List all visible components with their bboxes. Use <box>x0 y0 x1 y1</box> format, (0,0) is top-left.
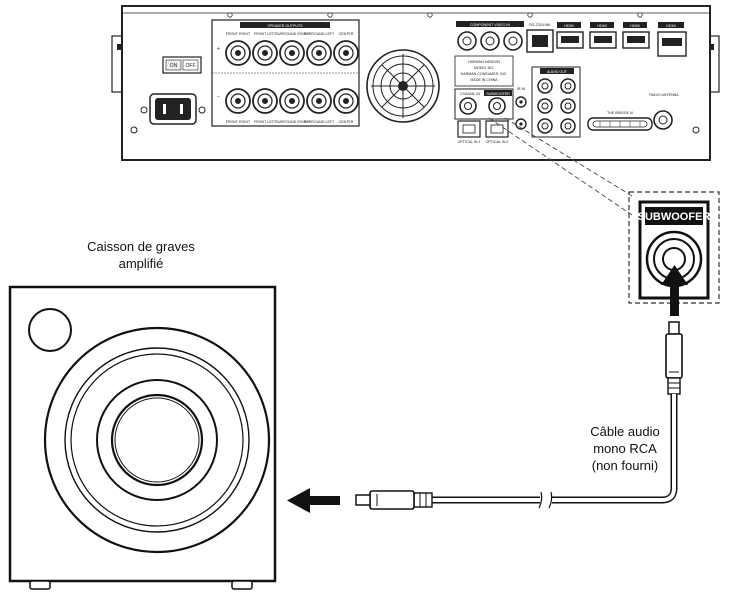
svg-text:MODEL NO.: MODEL NO. <box>474 66 494 70</box>
svg-text:HDMI: HDMI <box>597 24 606 28</box>
receiver-rear-panel: ON OFF SPEAKER OUTPUTS + + − − FRONT RIG… <box>111 5 720 161</box>
svg-text:HDMI: HDMI <box>666 24 675 28</box>
subwoofer-arrow-left <box>287 488 340 513</box>
radio-antenna-jack: RADIO ANTENNA <box>649 93 679 130</box>
cable-break-marks <box>538 491 553 509</box>
cable-caption-line-1: Câble audio <box>590 424 660 439</box>
svg-text:−: − <box>217 94 220 100</box>
svg-text:HARMAN CONSUMER, INC.: HARMAN CONSUMER, INC. <box>461 72 508 76</box>
optical-inputs: OPTICAL IN 1 OPTICAL IN 2 <box>457 120 509 144</box>
bridge-dock-connector: THE BRIDGE III <box>587 111 653 131</box>
hdmi-ports: HDMI HDMI HDMI HDMI <box>556 22 687 57</box>
svg-text:CENTER: CENTER <box>339 120 354 124</box>
svg-text:HARMAN KARDON: HARMAN KARDON <box>468 60 500 64</box>
subwoofer-foot-right <box>231 580 253 590</box>
audio-out-block: AUDIO OUT <box>531 66 581 138</box>
svg-text:OPTICAL IN 1: OPTICAL IN 1 <box>458 140 481 144</box>
speaker-label-surround-right: SURROUND RIGHT <box>276 32 310 36</box>
svg-text:+: + <box>217 46 220 52</box>
ir-label: IR IN <box>517 87 526 91</box>
svg-text:SURROUND RIGHT: SURROUND RIGHT <box>276 120 310 124</box>
speaker-label-surround-left: SURROUND LEFT <box>304 32 335 36</box>
subwoofer-driver <box>43 326 271 554</box>
power-off-label: OFF <box>186 63 196 69</box>
audio-out-label: AUDIO OUT <box>547 70 568 74</box>
subwoofer-caption: Caisson de graves amplifié <box>66 238 216 272</box>
dock-label: THE BRIDGE III <box>607 111 633 115</box>
cooling-fan <box>366 49 440 123</box>
svg-text:MADE IN CHINA: MADE IN CHINA <box>470 78 498 82</box>
rs232-label: RS-232/LINK <box>529 23 551 27</box>
subwoofer-caption-line-1: Caisson de graves <box>87 239 195 254</box>
receiver-subwoofer-label: SUBWOOFER <box>486 92 510 96</box>
svg-text:FRONT LEFT: FRONT LEFT <box>254 120 277 124</box>
power-switch: ON OFF <box>162 56 202 74</box>
svg-text:HDMI: HDMI <box>630 24 639 28</box>
speaker-label-front-right: FRONT RIGHT <box>226 32 251 36</box>
ac-power-inlet <box>140 93 206 125</box>
rca-cable <box>355 321 683 510</box>
coaxial-label: COAXIAL IN <box>460 92 480 96</box>
component-video-inputs: COMPONENT VIDEO IN <box>456 21 524 51</box>
svg-text:HDMI: HDMI <box>564 24 573 28</box>
rs232-port: RS-232/LINK <box>526 23 554 53</box>
speaker-label-center: CENTER <box>339 32 354 36</box>
speaker-outputs-label: SPEAKER OUTPUTS <box>267 24 303 28</box>
rca-plug-upper <box>665 321 683 395</box>
speaker-outputs-block: SPEAKER OUTPUTS + + − − FRONT RIGHT FRON… <box>211 19 360 127</box>
power-on-label: ON <box>170 63 178 69</box>
cable-caption: Câble audio mono RCA (non fourni) <box>570 423 680 474</box>
cable-caption-line-2: mono RCA <box>593 441 657 456</box>
ir-input: IR IN <box>515 87 527 130</box>
jack-arrow-up <box>661 265 688 316</box>
subwoofer-caption-line-2: amplifié <box>118 256 164 271</box>
cable-caption-line-3: (non fourni) <box>591 458 659 473</box>
powered-subwoofer <box>8 285 277 590</box>
subwoofer-bass-port <box>28 308 72 352</box>
component-video-label: COMPONENT VIDEO IN <box>470 23 510 27</box>
svg-text:FRONT RIGHT: FRONT RIGHT <box>226 120 251 124</box>
svg-text:OPTICAL IN 2: OPTICAL IN 2 <box>486 140 509 144</box>
svg-text:SURROUND LEFT: SURROUND LEFT <box>304 120 335 124</box>
subwoofer-foot-left <box>29 580 51 590</box>
speaker-label-front-left: FRONT LEFT <box>254 32 277 36</box>
zoom-callout-lines <box>488 117 633 216</box>
coaxial-subwoofer-block: COAXIAL IN SUBWOOFER <box>454 88 514 120</box>
model-info-plate: HARMAN KARDON MODEL NO. HARMAN CONSUMER,… <box>454 55 514 87</box>
rca-plug-lower <box>355 490 433 510</box>
antenna-label: RADIO ANTENNA <box>649 93 679 97</box>
zoom-subwoofer-label: SUBWOOFER <box>638 211 711 223</box>
